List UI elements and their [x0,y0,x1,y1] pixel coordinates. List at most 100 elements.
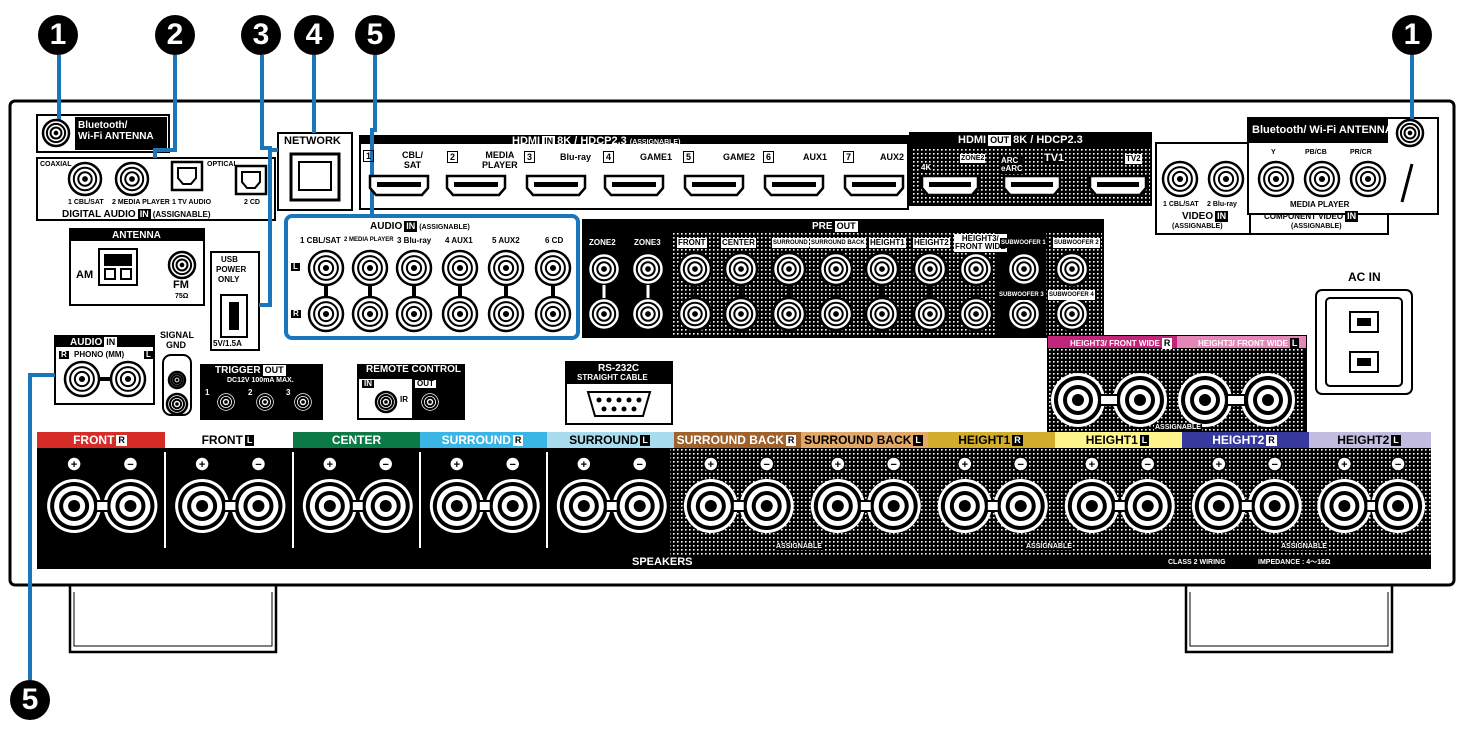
pre-out-label-9: HEIGHT3/ FRONT WIDE [954,234,1007,252]
audio-in-tag: IN [404,221,418,232]
remote-out-jack [418,390,442,414]
svg-text:−: − [382,459,388,471]
hdmi-in-label-4: GAME1 [640,152,673,162]
video-in-assign: (ASSIGNABLE) [1172,223,1223,230]
speaker-post-plus-11 [1317,479,1372,533]
speaker-channel-side-9: L [1139,434,1150,446]
hdmi-in-port-2 [445,174,507,197]
hdmi-out-tv1: TV1 [1043,152,1066,165]
remote-title: REMOTE CONTROL [366,364,461,375]
pre-out-title-text: PRE [812,221,833,232]
video-in-title-text: VIDEO [1182,211,1214,222]
speaker-post-minus-9 [1120,479,1175,533]
height3-l-tag: L [1289,338,1300,349]
pre-out-bottom-jack-1 [586,296,622,332]
pre-out-label-10: SUBWOOFER 1 [1000,238,1047,248]
component-y: Y [1271,149,1276,156]
height3-assign: ASSIGNABLE [1154,424,1202,431]
pre-out-bottom-jack-8 [912,296,948,332]
trigger-3: 3 [286,388,291,397]
audio-in-label-6: 6 CD [545,236,564,245]
hdmi-in-port-3 [525,174,587,197]
pre-out-bottom-jack-9 [958,296,994,332]
svg-text:−: − [509,459,515,471]
hdmi-in-port-7 [843,174,905,197]
svg-text:+: + [1341,459,1347,471]
speaker-post-minus-4 [485,479,540,533]
remote-ir: IR [400,395,408,404]
speaker-channel-name-11: HEIGHT2 [1337,433,1390,447]
svg-text:−: − [636,459,642,471]
speaker-channel-side-11: L [1391,434,1401,446]
signal-gnd-label-1: SIGNAL [160,330,195,340]
pre-out-tag: OUT [834,221,858,232]
pre-out-label-1: ZONE2 [588,238,617,248]
svg-text:+: + [708,459,714,471]
trigger-jack-2 [253,390,277,414]
pre-out-label-2: ZONE3 [633,238,662,248]
audio-in-label-5: 5 AUX2 [492,236,520,245]
speaker-post-minus-8 [993,479,1048,533]
speaker-post-plus-4 [429,479,484,533]
signal-gnd-label-2: GND [166,340,186,350]
speaker-channel-side-8: R [1012,434,1023,446]
network-label: NETWORK [284,135,341,147]
component-assign: (ASSIGNABLE) [1291,223,1342,230]
height3-l-a: HEIGHT3/ [1198,339,1235,348]
svg-text:−: − [1395,459,1401,471]
optical-cd-label: 2 CD [244,199,260,206]
rs232-title: RS-232C [598,363,640,374]
coaxial-jack-2 [114,161,150,197]
am-label: AM [76,269,94,281]
speaker-channel-side-10: R [1266,434,1277,446]
trigger-1: 1 [205,388,210,397]
pre-out-bottom-jack-2 [630,296,666,332]
usb-label-2: POWER [216,265,247,274]
hdmi-in-label-2: MEDIA PLAYER [482,150,518,170]
pre-out-label-4: CENTER [721,238,756,248]
svg-text:+: + [71,459,77,471]
phono-in-tag: IN [104,337,118,348]
speaker-channel-side-2: L [244,434,255,446]
trigger-2: 2 [248,388,253,397]
speaker-post-minus-5 [612,479,667,533]
speaker-channel-name-6: SURROUND BACK [676,433,784,447]
speaker-channel-side-4: R [512,434,524,446]
audio-in-l-jack-3 [395,249,433,287]
hdmi-in-label-1: CBL/ SAT [402,150,423,170]
hdmi-in-num-6: 6 [763,151,775,163]
pre-out-top-jack-2 [630,251,666,287]
hdmi-out-spec: 8K / HDCP2.3 [1013,134,1083,146]
speaker-post-plus-1 [47,479,102,533]
pre-out-bottom-jack-6 [818,296,854,332]
callout-3: 3 [241,15,281,55]
height3-post-3 [1178,373,1232,427]
remote-in: IN [362,379,374,388]
optical-jack-2 [234,164,268,196]
hdmi-in-tag: IN [542,136,556,147]
height3-r-tag: R [1161,338,1173,349]
pre-out-bottom-jack-7 [864,296,900,332]
right-foot [1184,585,1394,654]
speakers-assign-2: ASSIGNABLE [1025,543,1073,550]
trigger-title-text: TRIGGER [215,365,261,376]
component-y-jack [1257,160,1295,198]
speaker-channel-name-9: HEIGHT1 [1085,433,1138,447]
pre-out-top-jack-10 [1006,251,1042,287]
audio-in-label-4: 4 AUX1 [445,236,473,245]
svg-text:+: + [199,459,205,471]
optical-label: OPTICAL [207,161,238,168]
pre-out-top-jack-3 [677,251,713,287]
component-pr: PR/CR [1350,149,1372,156]
hdmi-in-assign: (ASSIGNABLE) [629,139,681,146]
svg-text:−: − [1271,459,1277,471]
